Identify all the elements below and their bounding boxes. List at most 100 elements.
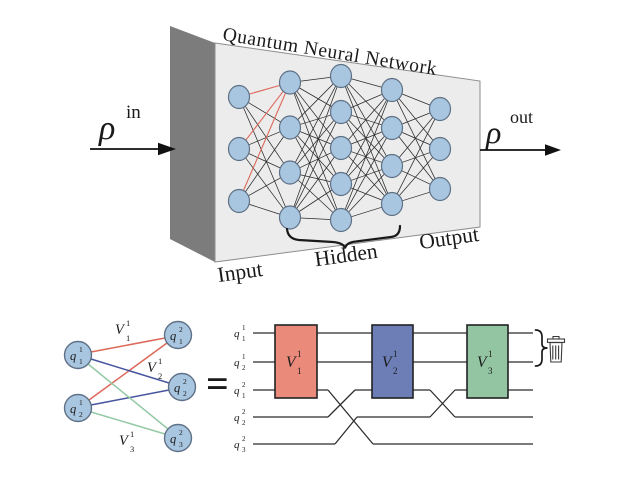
nn-edge — [248, 131, 281, 146]
nn-edge — [244, 105, 285, 164]
nn-neuron — [278, 115, 302, 140]
svg-text:2: 2 — [179, 428, 183, 437]
nn-neuron — [278, 160, 302, 185]
svg-text:1: 1 — [158, 356, 162, 366]
graph-nodes: q 1 1 q 1 2 q 2 1 q 2 2 q 2 3 — [63, 320, 197, 453]
nn-edge — [248, 102, 281, 123]
perceptron-graph: q 1 1 q 1 2 q 2 1 q 2 2 q 2 3 — [63, 318, 197, 454]
circuit-wires — [253, 332, 533, 445]
nn-edge — [351, 131, 382, 145]
svg-text:2: 2 — [242, 408, 246, 416]
svg-text:1: 1 — [179, 337, 183, 346]
svg-text:2: 2 — [242, 419, 246, 427]
nn-edge — [348, 173, 385, 213]
node-q12 — [163, 320, 193, 350]
nn-edge — [351, 114, 382, 126]
nn-edge — [351, 187, 382, 201]
node-q11-label: q 1 1 — [70, 345, 83, 366]
nn-neuron — [278, 205, 302, 230]
gate-v2 — [371, 324, 414, 399]
equals-sign: = — [206, 361, 229, 406]
nn-edge — [300, 217, 331, 220]
nn-edge — [249, 204, 280, 215]
svg-text:1: 1 — [126, 318, 130, 328]
gate-v1 — [274, 324, 318, 399]
nn-neuron — [329, 63, 353, 89]
nn-edge — [294, 121, 337, 208]
nn-edge — [401, 132, 431, 145]
nn-edge — [351, 206, 382, 218]
svg-text:V: V — [147, 360, 158, 376]
nn-edge — [401, 170, 431, 185]
nn-edge — [350, 94, 383, 108]
svg-text:1: 1 — [79, 357, 83, 366]
nn-edge — [396, 118, 436, 195]
nn-edge — [242, 106, 287, 208]
gate-v3 — [466, 324, 509, 399]
rho-out-base: ρ — [485, 114, 501, 150]
rho-in-base: ρ — [98, 110, 115, 147]
svg-text:3: 3 — [242, 446, 246, 454]
nn-edge — [294, 92, 337, 175]
nn-edge — [402, 112, 430, 125]
trash-icon — [546, 335, 566, 363]
nn-edge — [344, 100, 389, 210]
svg-text:1: 1 — [79, 398, 83, 407]
gate-v1-label: V 1 1 — [286, 349, 302, 376]
nn-edge — [402, 152, 430, 163]
nn-edge — [299, 152, 332, 169]
gate-v2-label: V 1 2 — [382, 349, 398, 376]
nn-edge — [297, 83, 334, 120]
svg-text:q: q — [234, 439, 240, 451]
nn-neuron — [227, 188, 251, 214]
nn-edge — [351, 78, 382, 88]
nn-neuron — [329, 207, 353, 233]
svg-text:1: 1 — [130, 429, 134, 439]
input-arrow — [90, 142, 176, 156]
nn-edge — [398, 136, 434, 181]
svg-text:q: q — [174, 381, 180, 395]
svg-text:q: q — [234, 385, 240, 397]
network-edges — [242, 77, 436, 220]
nn-neuron — [428, 176, 452, 202]
wire-label-q12: q 2 1 — [234, 381, 246, 400]
nn-edge — [398, 117, 434, 158]
svg-text:V: V — [115, 322, 126, 338]
nn-neuron — [380, 77, 404, 103]
edge-v3-b — [90, 411, 166, 435]
svg-text:V: V — [477, 354, 488, 371]
svg-text:2: 2 — [242, 364, 246, 372]
nn-neuron — [227, 84, 251, 110]
svg-text:1: 1 — [488, 349, 493, 359]
edge-v1-b — [88, 342, 168, 401]
nn-edge — [298, 189, 333, 212]
svg-text:q: q — [70, 349, 76, 363]
svg-text:2: 2 — [158, 371, 162, 381]
nn-edge — [248, 153, 281, 169]
edge-v2-a — [90, 358, 170, 384]
nn-edge-highlighted — [249, 84, 280, 95]
nn-edge — [294, 85, 337, 163]
nn-edge — [351, 151, 382, 163]
slab-side-face — [170, 26, 215, 262]
nn-neuron — [380, 191, 404, 217]
nn-edge — [348, 98, 385, 140]
svg-text:3: 3 — [179, 440, 183, 449]
nn-edge — [398, 157, 434, 196]
nn-neuron — [380, 115, 404, 141]
hidden-underbrace — [285, 224, 402, 249]
nn-neuron — [380, 153, 404, 179]
svg-text:q: q — [234, 357, 240, 369]
svg-text:V: V — [382, 354, 393, 371]
svg-text:V: V — [119, 433, 130, 449]
svg-text:1: 1 — [393, 349, 398, 359]
svg-text:q: q — [170, 432, 176, 446]
rho-out-label: ρ out — [485, 107, 533, 150]
nn-edge — [348, 155, 385, 197]
svg-text:q: q — [70, 402, 76, 416]
wire-label-q22: q 2 2 — [234, 408, 246, 427]
nn-edge — [296, 90, 335, 140]
nn-neuron — [278, 70, 302, 95]
